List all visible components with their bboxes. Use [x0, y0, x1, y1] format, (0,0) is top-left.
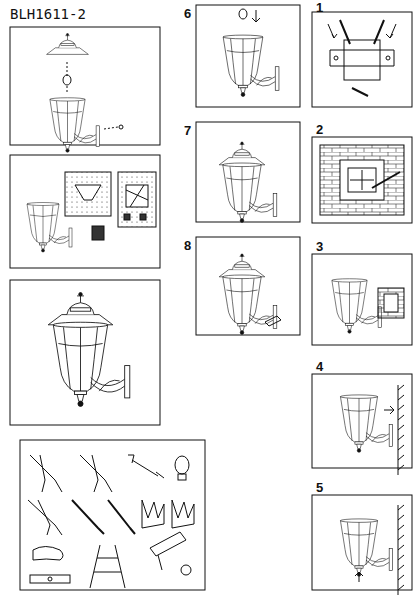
panel: [20, 440, 205, 590]
panel: [196, 237, 300, 335]
panel: [312, 12, 412, 107]
panel: [312, 254, 412, 345]
panel: [10, 280, 160, 425]
step-number: 5: [316, 481, 323, 494]
step-number: 4: [316, 360, 323, 373]
panel: [10, 27, 160, 145]
step-number: 2: [316, 123, 323, 136]
model-title: BLH1611-2: [10, 7, 86, 21]
step-number: 6: [184, 7, 191, 20]
panel: [312, 137, 412, 223]
step-number: 8: [184, 239, 191, 252]
step-number: 1: [316, 1, 323, 14]
panel: [312, 495, 412, 590]
panel: [312, 374, 412, 468]
step-number: 3: [316, 240, 323, 253]
step-number: 7: [184, 124, 191, 137]
panel: [10, 155, 160, 268]
panel: [196, 5, 300, 107]
panel: [196, 122, 300, 222]
